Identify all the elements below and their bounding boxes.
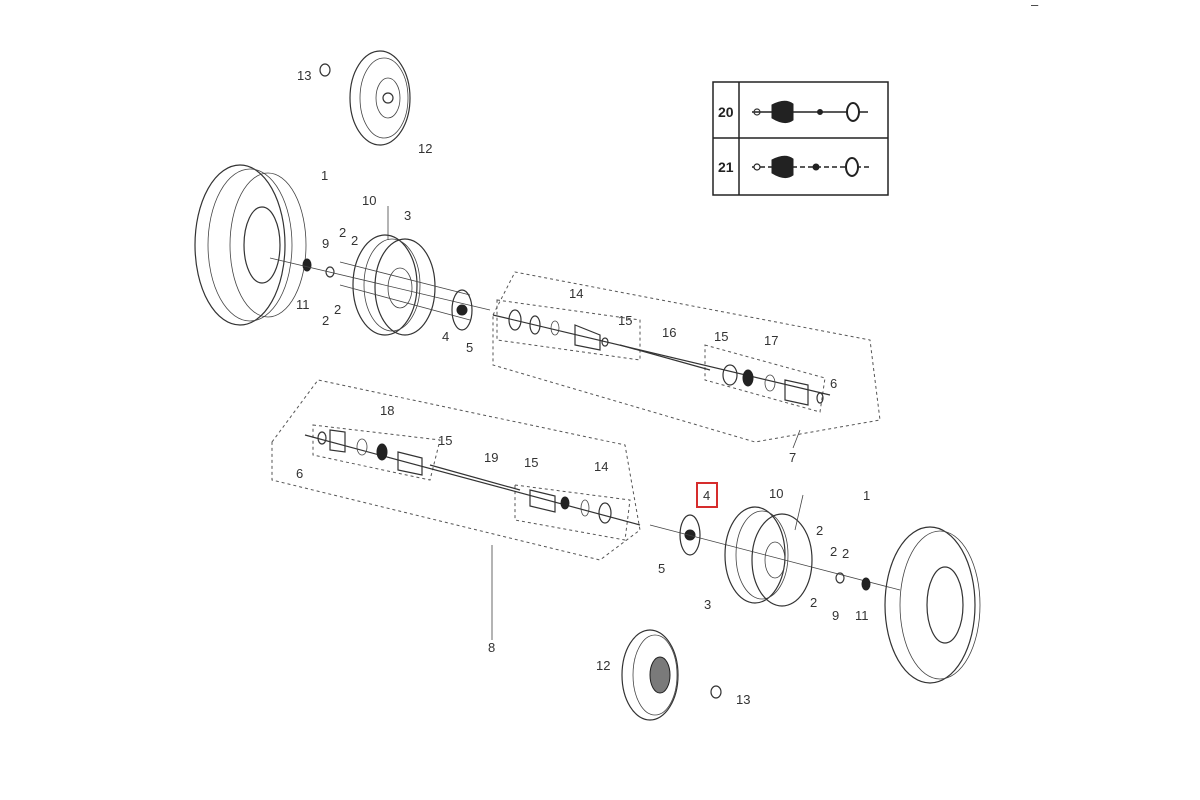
highlight-box (696, 482, 718, 508)
callout-18: 18 (380, 403, 394, 418)
callout-11: 11 (855, 608, 869, 623)
group-14-lower-outline (514, 484, 631, 541)
tire-left (194, 164, 307, 326)
callout-13: 13 (297, 68, 311, 83)
rim-top-spare (319, 50, 411, 146)
callout-3: 3 (704, 597, 711, 612)
group-8-outline (271, 379, 641, 561)
callout-10: 10 (362, 193, 376, 208)
callout-8: 8 (488, 640, 495, 655)
callout-2: 2 (842, 546, 849, 561)
group-7-outline (492, 271, 881, 443)
callout-17: 17 (764, 333, 778, 348)
callout-2: 2 (351, 233, 358, 248)
tire-right (884, 526, 981, 684)
driveshaft-upper (492, 309, 831, 406)
driveshaft-lower (304, 429, 641, 526)
callout-3: 3 (404, 208, 411, 223)
callout-14: 14 (594, 459, 608, 474)
callout-12: 12 (418, 141, 432, 156)
callout-2: 2 (816, 523, 823, 538)
callout-12: 12 (596, 658, 610, 673)
callout-4: 4 (442, 329, 449, 344)
callout-1: 1 (863, 488, 870, 503)
hub-left (451, 289, 473, 331)
callout-2: 2 (322, 313, 329, 328)
callout-15: 15 (618, 313, 632, 328)
callout-4-highlighted[interactable]: 4 (703, 488, 710, 503)
callout-2: 2 (334, 302, 341, 317)
callout-1: 1 (321, 168, 328, 183)
legend-solid-line-symbol (752, 100, 868, 124)
corner-mark: – (1031, 0, 1039, 12)
group-14-outline (496, 299, 641, 361)
callout-labels: 13 12 1 10 3 2 2 9 11 2 2 4 5 14 15 16 1… (296, 68, 870, 707)
callout-5: 5 (466, 340, 473, 355)
callout-9: 9 (832, 608, 839, 623)
legend-number-21: 21 (718, 159, 734, 175)
callout-14: 14 (569, 286, 583, 301)
callout-6: 6 (830, 376, 837, 391)
legend-number-20: 20 (718, 104, 734, 120)
callout-2: 2 (830, 544, 837, 559)
callout-13: 13 (736, 692, 750, 707)
callout-7: 7 (789, 450, 796, 465)
callout-15: 15 (714, 329, 728, 344)
rim-left (269, 206, 491, 336)
hub-right (649, 514, 901, 591)
rim-right (724, 494, 871, 607)
callout-9: 9 (322, 236, 329, 251)
callout-6: 6 (296, 466, 303, 481)
group-18-outline (312, 424, 441, 481)
legend-dashed-line-symbol (752, 155, 870, 179)
callout-2: 2 (810, 595, 817, 610)
legend-box: 20 21 (712, 81, 889, 196)
callout-10: 10 (769, 486, 783, 501)
callout-11: 11 (296, 297, 310, 312)
leader-7 (792, 429, 801, 449)
callout-15: 15 (524, 455, 538, 470)
callout-2: 2 (339, 225, 346, 240)
callout-16: 16 (662, 325, 676, 340)
rim-bottom-spare (621, 629, 722, 721)
callout-5: 5 (658, 561, 665, 576)
callout-19: 19 (484, 450, 498, 465)
callout-15: 15 (438, 433, 452, 448)
